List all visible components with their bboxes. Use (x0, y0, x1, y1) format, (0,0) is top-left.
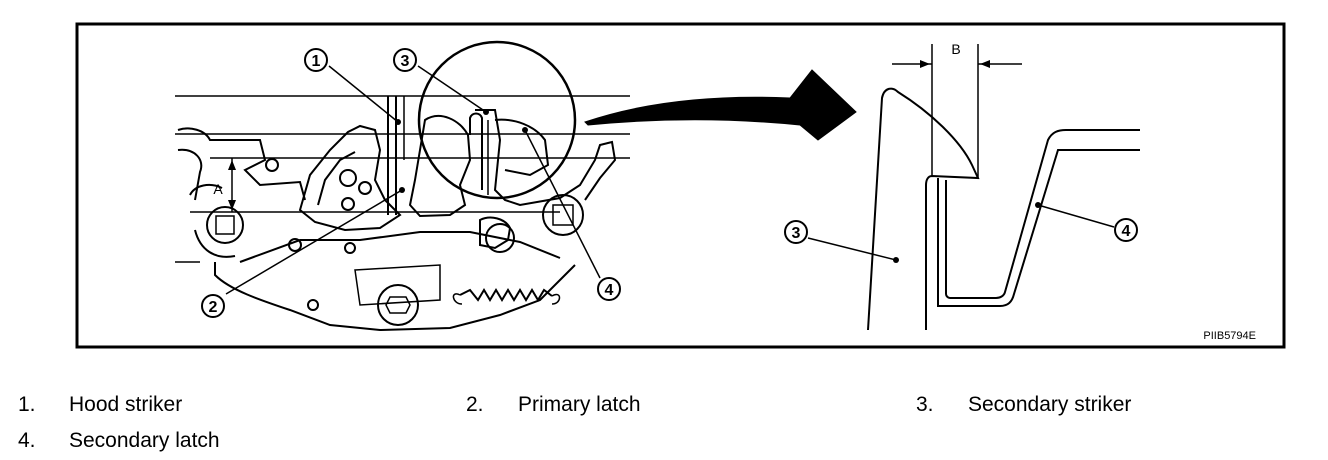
callout-4-right: 4 (1114, 218, 1138, 242)
svg-text:3: 3 (401, 53, 410, 70)
svg-text:4: 4 (1122, 223, 1131, 240)
svg-text:4: 4 (605, 282, 614, 299)
callout-2: 2 (201, 294, 225, 318)
legend-text: Secondary striker (968, 393, 1132, 416)
figure-code: PIIB5794E (1203, 330, 1256, 342)
legend-number: 4. (18, 429, 36, 452)
dimension-label-a: A (213, 181, 223, 197)
zoom-arrow (584, 69, 857, 141)
legend-number: 3. (916, 393, 934, 416)
detail-drawing (867, 44, 1140, 331)
callout-3-right: 3 (784, 220, 808, 244)
legend-text: Primary latch (518, 393, 641, 416)
legend-number: 2. (466, 393, 484, 416)
callout-4-left: 4 (597, 277, 621, 301)
svg-text:1: 1 (312, 53, 321, 70)
callout-1: 1 (304, 48, 328, 72)
hood-latch-diagram: 1 3 2 4 3 4 A B PIIB5794E (75, 22, 1286, 349)
legend-number: 1. (18, 393, 36, 416)
legend-text: Secondary latch (69, 429, 220, 452)
figure-frame (75, 22, 1286, 349)
dimension-label-b: B (951, 41, 960, 57)
svg-text:2: 2 (209, 299, 218, 316)
latch-assembly-drawing (175, 40, 630, 332)
legend-text: Hood striker (69, 393, 183, 416)
callout-3-left: 3 (393, 48, 417, 72)
svg-text:3: 3 (792, 225, 801, 242)
callout-leaders (225, 65, 1115, 295)
